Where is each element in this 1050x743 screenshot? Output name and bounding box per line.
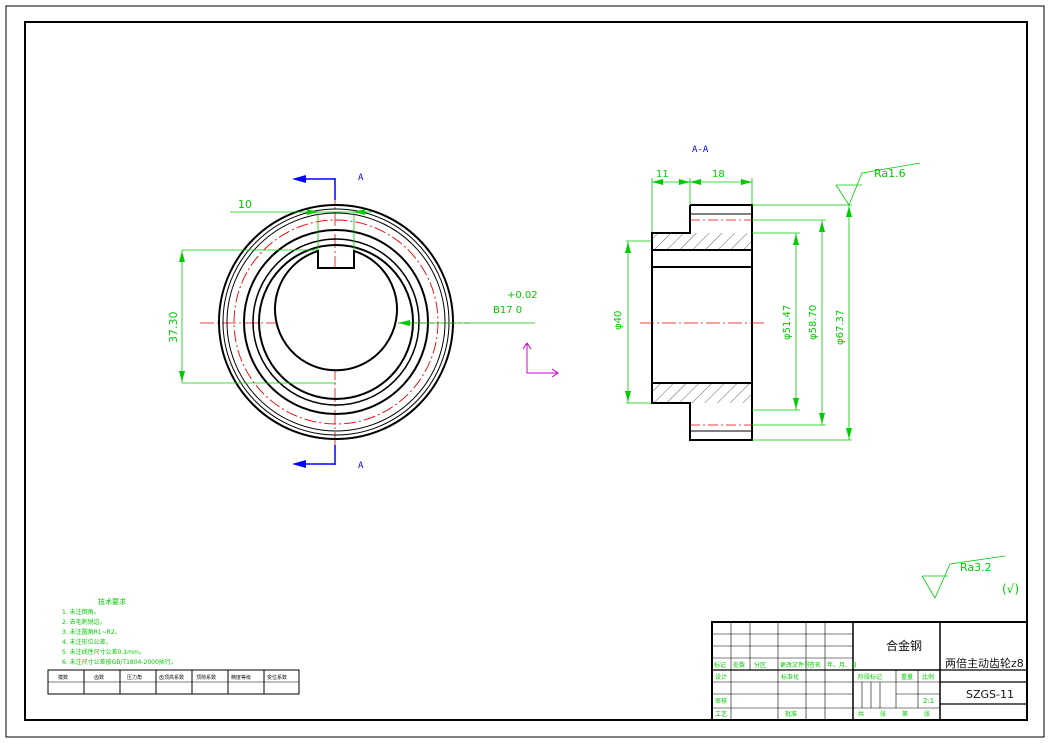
label-weight: 重量 <box>901 673 913 681</box>
section-dimensions <box>626 162 921 441</box>
roughness-paren: (√) <box>1002 582 1019 596</box>
label-stage: 阶段标记 <box>858 673 882 681</box>
note-item: 2. 去毛刺锐边。 <box>62 618 106 626</box>
front-view-dimensions <box>181 211 535 384</box>
section-label: A-A <box>692 145 709 155</box>
dim-d3: φ58.70 <box>808 305 819 340</box>
roughness-top: Ra1.6 <box>874 167 906 180</box>
label-sheets: 张 <box>880 710 886 718</box>
dim-len-b: 18 <box>712 169 725 180</box>
rev-row-label: 更改文件号 <box>780 661 810 669</box>
arrow <box>179 371 185 382</box>
gear-table-header: 模数 <box>58 674 68 681</box>
section-arrows <box>625 179 852 439</box>
notes-title: 技术要求 <box>98 597 126 606</box>
drawing-number: SZGS-11 <box>966 688 1014 701</box>
label-sheets: 第 <box>902 710 908 718</box>
arrow <box>179 251 185 262</box>
dim-key-width: 10 <box>238 198 252 211</box>
note-item: 1. 未注倒角。 <box>62 608 100 616</box>
arrow <box>354 209 365 215</box>
cut-mark-top-label: A <box>358 173 364 183</box>
front-view <box>200 190 470 455</box>
scale-value: 2:1 <box>923 697 934 705</box>
ucs-icon <box>522 342 559 378</box>
inner-border <box>24 21 1028 721</box>
label-review: 审核 <box>715 697 727 705</box>
label-sheets: 张 <box>924 710 930 718</box>
dim-d2: φ51.47 <box>782 305 793 340</box>
label-std: 标准化 <box>781 673 799 681</box>
label-ratio: 比例 <box>922 673 934 681</box>
rev-row-label: 年、月、日 <box>827 661 857 669</box>
gear-table-header: 顶隙系数 <box>196 674 216 681</box>
dim-len-a: 11 <box>656 169 669 180</box>
rev-row-label: 分区 <box>754 661 766 669</box>
label-approve: 批准 <box>785 710 797 718</box>
material-label: 合金钢 <box>886 638 922 653</box>
label-design: 设计 <box>715 673 727 681</box>
roughness-general: Ra3.2 <box>960 561 992 574</box>
gear-table-header: 精度等级 <box>231 674 251 681</box>
arrow <box>398 320 410 326</box>
gear-table-header: 齿数 <box>94 674 104 681</box>
gear-table-header: 压力角 <box>127 674 142 681</box>
label-process: 工艺 <box>715 710 727 718</box>
note-item: 3. 未注圆角R1~R2。 <box>62 628 121 636</box>
note-item: 6. 未注尺寸公差按GB/T1804-2000执行。 <box>62 658 177 666</box>
note-item: 5. 未注线性尺寸公差0.1mm。 <box>62 648 145 656</box>
title-block <box>711 621 1028 721</box>
section-view <box>640 204 765 441</box>
arrow <box>307 209 318 215</box>
rev-row-label: 签名 <box>809 661 821 669</box>
label-sheets: 共 <box>858 710 864 718</box>
dim-bore-fit: B17 0 <box>493 305 522 316</box>
gear-table-header: 齿顶高系数 <box>159 674 184 681</box>
dim-d4: φ67.37 <box>835 310 846 345</box>
dim-d1: φ40 <box>613 311 624 330</box>
cut-mark-bottom-label: A <box>358 461 364 471</box>
rev-row-label: 处数 <box>733 661 745 669</box>
gear-table-header: 变位系数 <box>267 674 287 681</box>
dim-bore-tol: +0.02 <box>507 290 538 301</box>
dim-key-depth: 37.30 <box>167 312 180 344</box>
note-item: 4. 未注形位公差。 <box>62 638 112 646</box>
outer-border <box>5 5 1045 738</box>
rev-row-label: 标记 <box>714 661 726 669</box>
gear-param-table <box>47 669 300 695</box>
part-name: 两倍主动齿轮z8 <box>945 656 1024 670</box>
section-cut-marks <box>292 175 336 468</box>
general-roughness-symbol <box>921 555 1006 599</box>
